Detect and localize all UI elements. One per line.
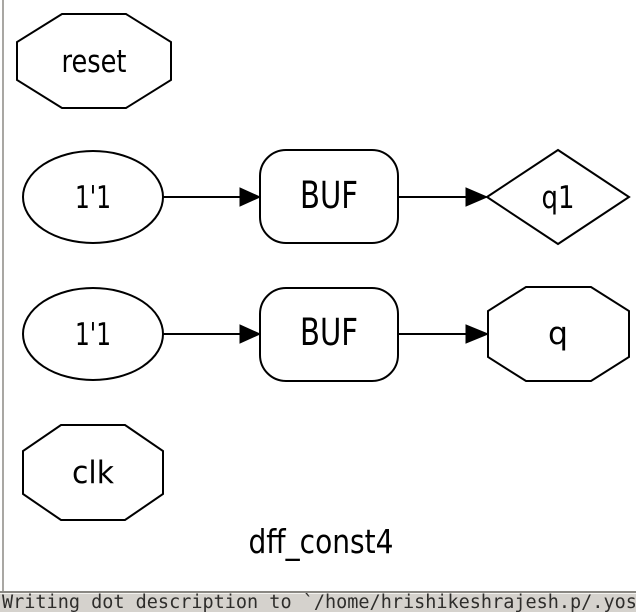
node-q-label: q [548, 316, 568, 352]
octagon-shape[interactable] [22, 424, 164, 521]
node-const-q1[interactable]: 1'1 [22, 150, 164, 244]
node-reset-label: reset [62, 44, 127, 80]
edge-const-q-to-buf-q [163, 324, 262, 344]
arrowhead-icon [465, 187, 489, 207]
node-const-q1-label: 1'1 [75, 180, 111, 216]
node-buf-q-label: BUF [300, 311, 358, 354]
terminal-output-line: Writing dot description to `/home/hrishi… [2, 592, 636, 612]
edge-const-q1-to-buf-q1 [163, 187, 262, 207]
node-q1[interactable]: q1 [485, 148, 631, 246]
terminal-strip: Writing dot description to `/home/hrishi… [0, 591, 636, 612]
node-reset[interactable]: reset [16, 13, 172, 109]
node-const-q[interactable]: 1'1 [22, 287, 164, 381]
graph-title: dff_const4 [249, 522, 394, 561]
arrowhead-icon [239, 324, 262, 344]
node-clk-label: clk [72, 455, 114, 491]
node-clk[interactable]: clk [22, 424, 164, 521]
graph-canvas[interactable]: reset 1'1 BUF [0, 0, 636, 591]
node-const-q-label: 1'1 [75, 317, 111, 353]
arrowhead-icon [239, 187, 262, 207]
octagon-shape[interactable] [16, 13, 172, 109]
node-buf-q1-label: BUF [300, 174, 358, 217]
edge-buf-q-to-q [398, 324, 490, 344]
diamond-shape[interactable] [485, 148, 631, 246]
arrowhead-icon [465, 324, 490, 344]
node-buf-q[interactable]: BUF [259, 287, 399, 382]
edge-buf-q1-to-q1 [398, 187, 489, 207]
node-buf-q1[interactable]: BUF [259, 149, 399, 244]
node-q1-label: q1 [542, 180, 575, 216]
octagon-shape[interactable] [487, 286, 630, 382]
node-q[interactable]: q [487, 286, 630, 382]
